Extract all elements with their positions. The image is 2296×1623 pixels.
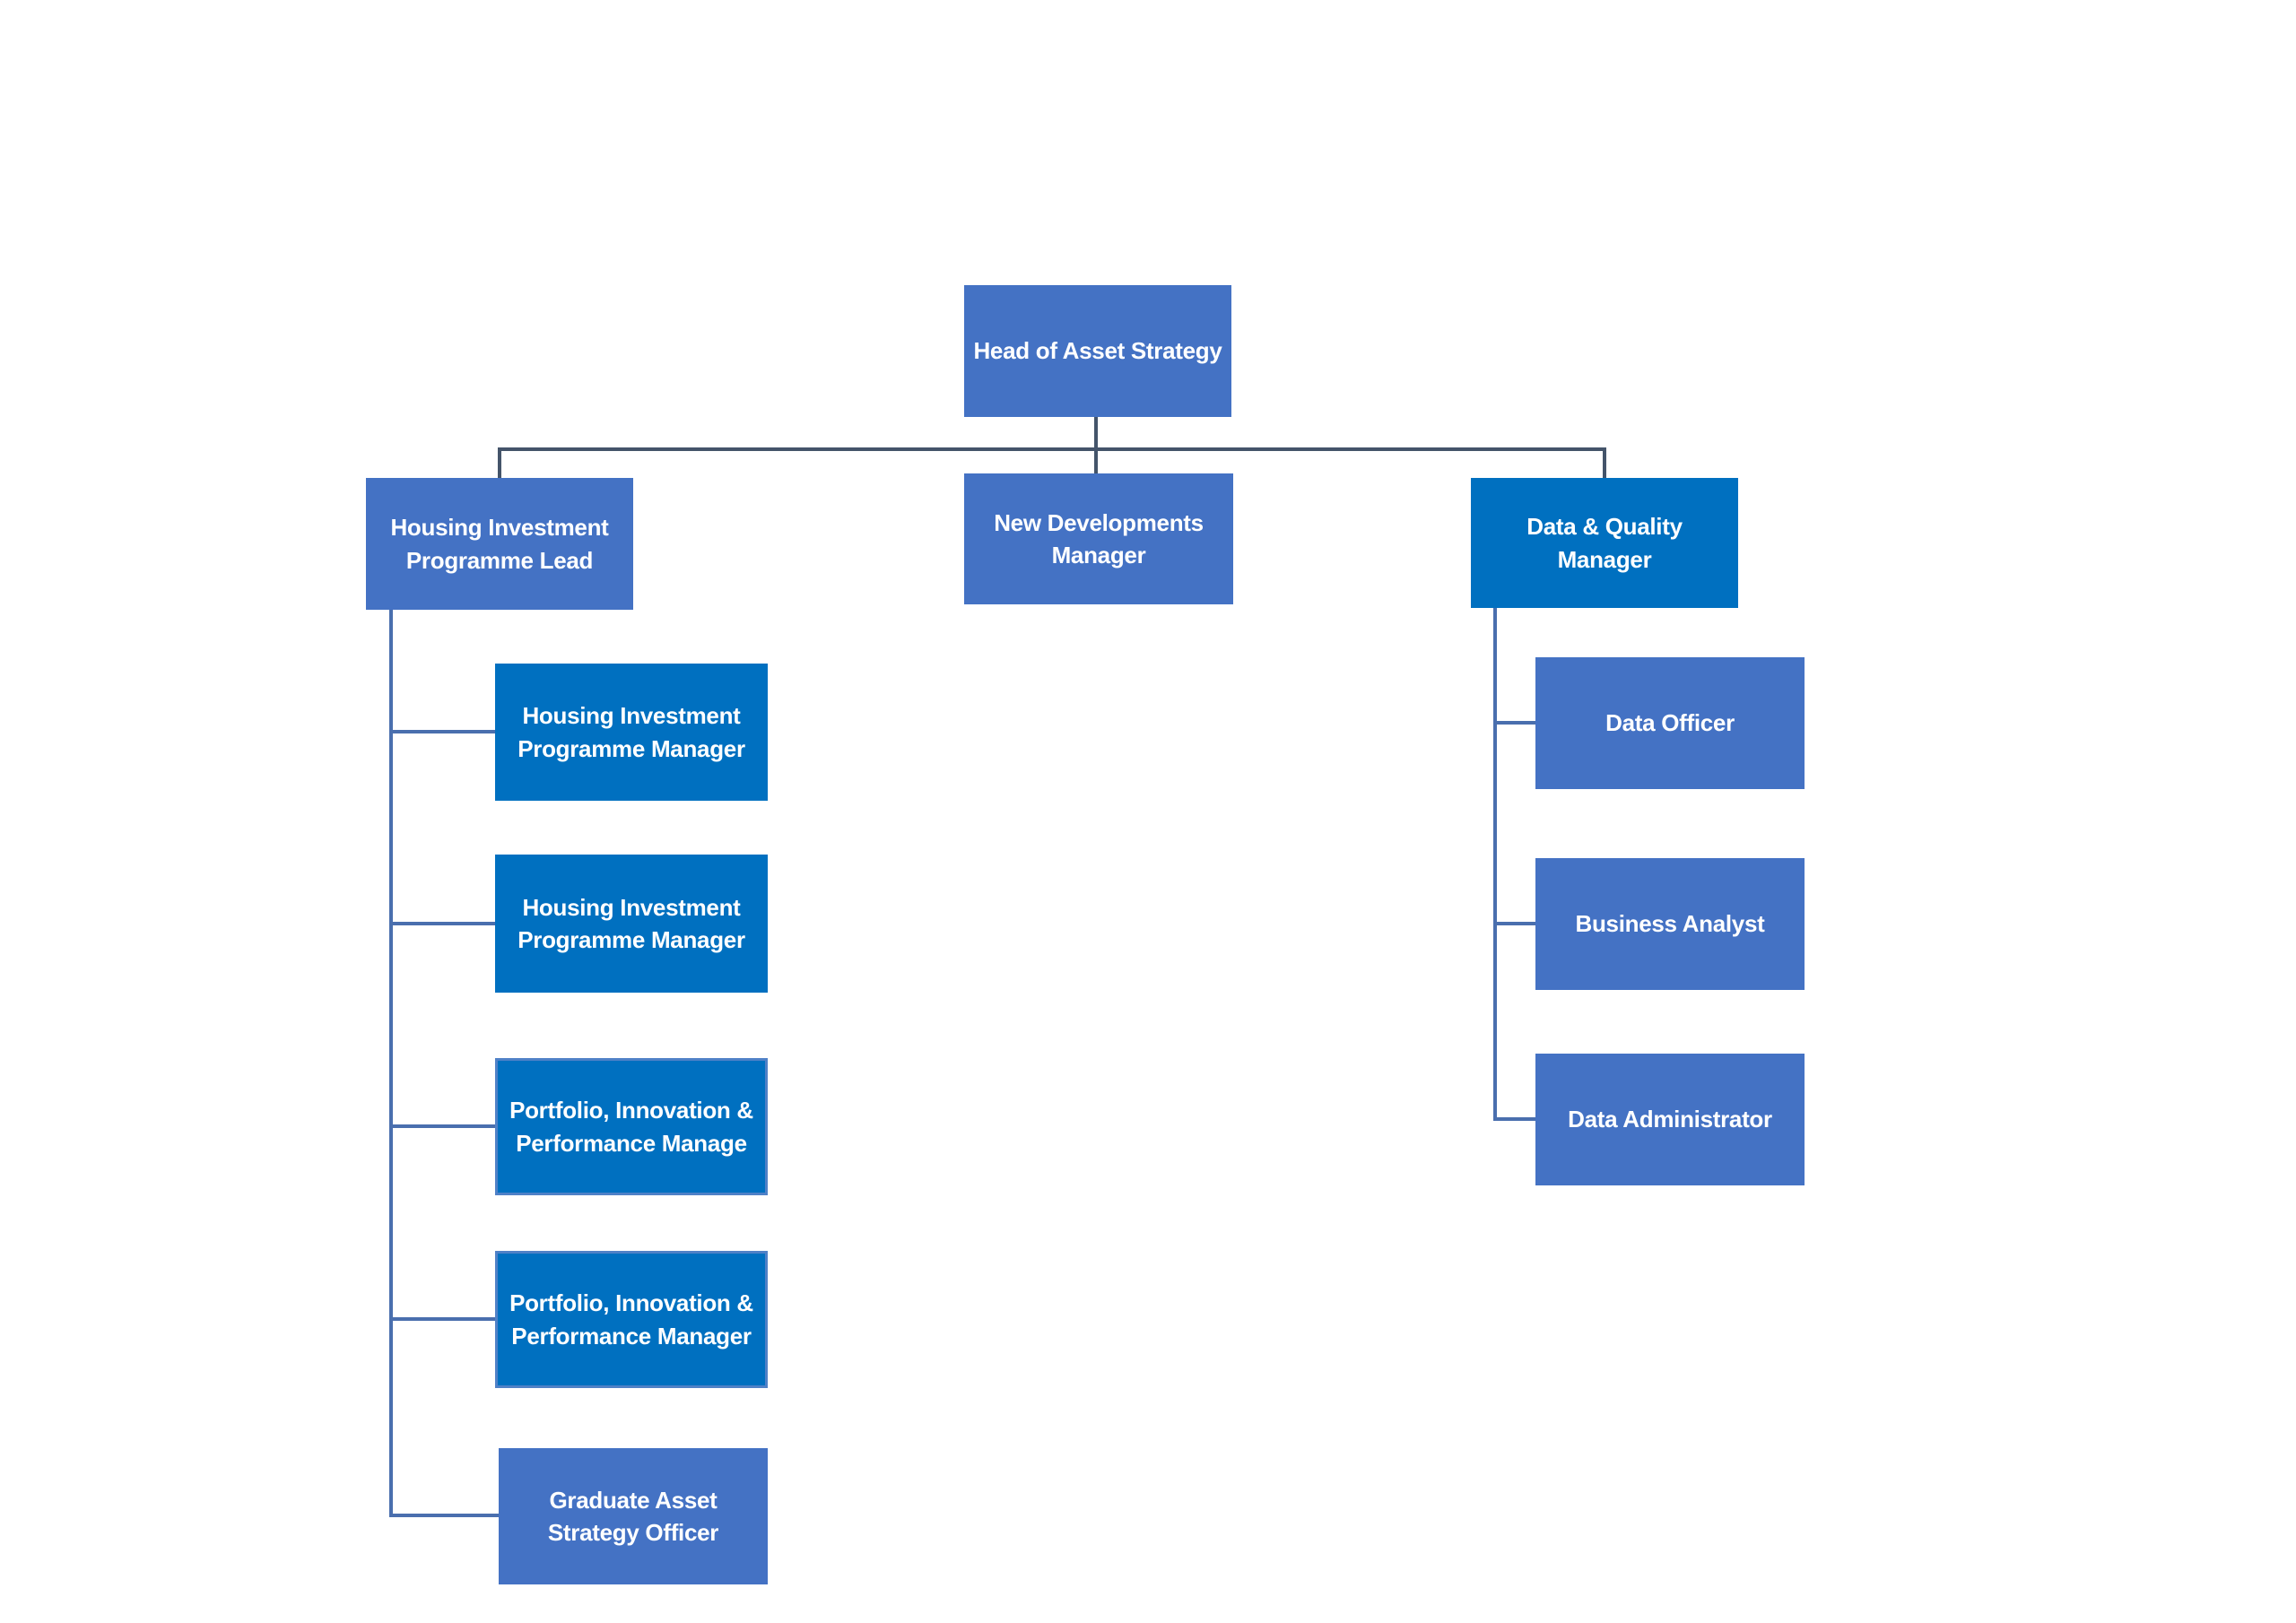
connector-housing-spine (389, 610, 393, 1517)
connector-stub-programme-manager-2 (389, 922, 497, 925)
org-node-label: Business Analyst (1575, 910, 1765, 938)
connector-stub-pip-manager-1 (389, 1124, 497, 1128)
connector-stub-programme-manager-1 (389, 730, 497, 733)
org-node-portfolio-innovation-performance-manage[interactable]: Portfolio, Innovation & Performance Mana… (495, 1058, 768, 1195)
connector-stub-data-administrator (1493, 1117, 1537, 1121)
connector-stub-business-analyst (1493, 922, 1537, 925)
org-node-business-analyst[interactable]: Business Analyst (1535, 858, 1805, 990)
org-node-data-administrator[interactable]: Data Administrator (1535, 1054, 1805, 1185)
org-node-data-officer[interactable]: Data Officer (1535, 657, 1805, 789)
org-node-label: New Developments Manager (994, 508, 1204, 568)
org-node-new-developments-manager[interactable]: New Developments Manager (964, 473, 1233, 604)
connector-head-vertical (1094, 416, 1098, 475)
connector-stub-data-officer (1493, 721, 1537, 725)
org-node-head-of-asset-strategy[interactable]: Head of Asset Strategy (964, 285, 1231, 417)
org-node-label: Housing Investment Programme Manager (517, 893, 745, 953)
org-node-label: Head of Asset Strategy (973, 337, 1222, 365)
connector-stub-graduate-officer (389, 1514, 500, 1517)
org-node-portfolio-innovation-performance-manager[interactable]: Portfolio, Innovation & Performance Mana… (495, 1251, 768, 1388)
connector-drop-data-quality (1603, 447, 1606, 480)
org-node-label: Housing Investment Programme Manager (517, 702, 745, 762)
connector-stub-pip-manager-2 (389, 1317, 497, 1321)
connector-top-horizontal (498, 447, 1606, 451)
org-node-label: Portfolio, Innovation & Performance Mana… (509, 1097, 753, 1157)
org-node-label: Portfolio, Innovation & Performance Mana… (509, 1289, 753, 1350)
org-node-label: Housing Investment Programme Lead (390, 514, 609, 574)
org-node-label: Data Administrator (1568, 1106, 1772, 1133)
connector-drop-housing-lead (498, 447, 501, 480)
org-node-data-quality-manager[interactable]: Data & Quality Manager (1471, 478, 1738, 608)
org-node-graduate-asset-strategy-officer[interactable]: Graduate Asset Strategy Officer (499, 1448, 768, 1584)
org-node-housing-investment-programme-lead[interactable]: Housing Investment Programme Lead (366, 478, 633, 610)
org-node-label: Data Officer (1605, 709, 1735, 737)
connector-data-spine (1493, 608, 1497, 1121)
org-node-label: Data & Quality Manager (1526, 513, 1683, 573)
org-node-housing-investment-programme-manager-1[interactable]: Housing Investment Programme Manager (495, 664, 768, 801)
org-node-housing-investment-programme-manager-2[interactable]: Housing Investment Programme Manager (495, 855, 768, 993)
org-node-label: Graduate Asset Strategy Officer (547, 1486, 719, 1546)
